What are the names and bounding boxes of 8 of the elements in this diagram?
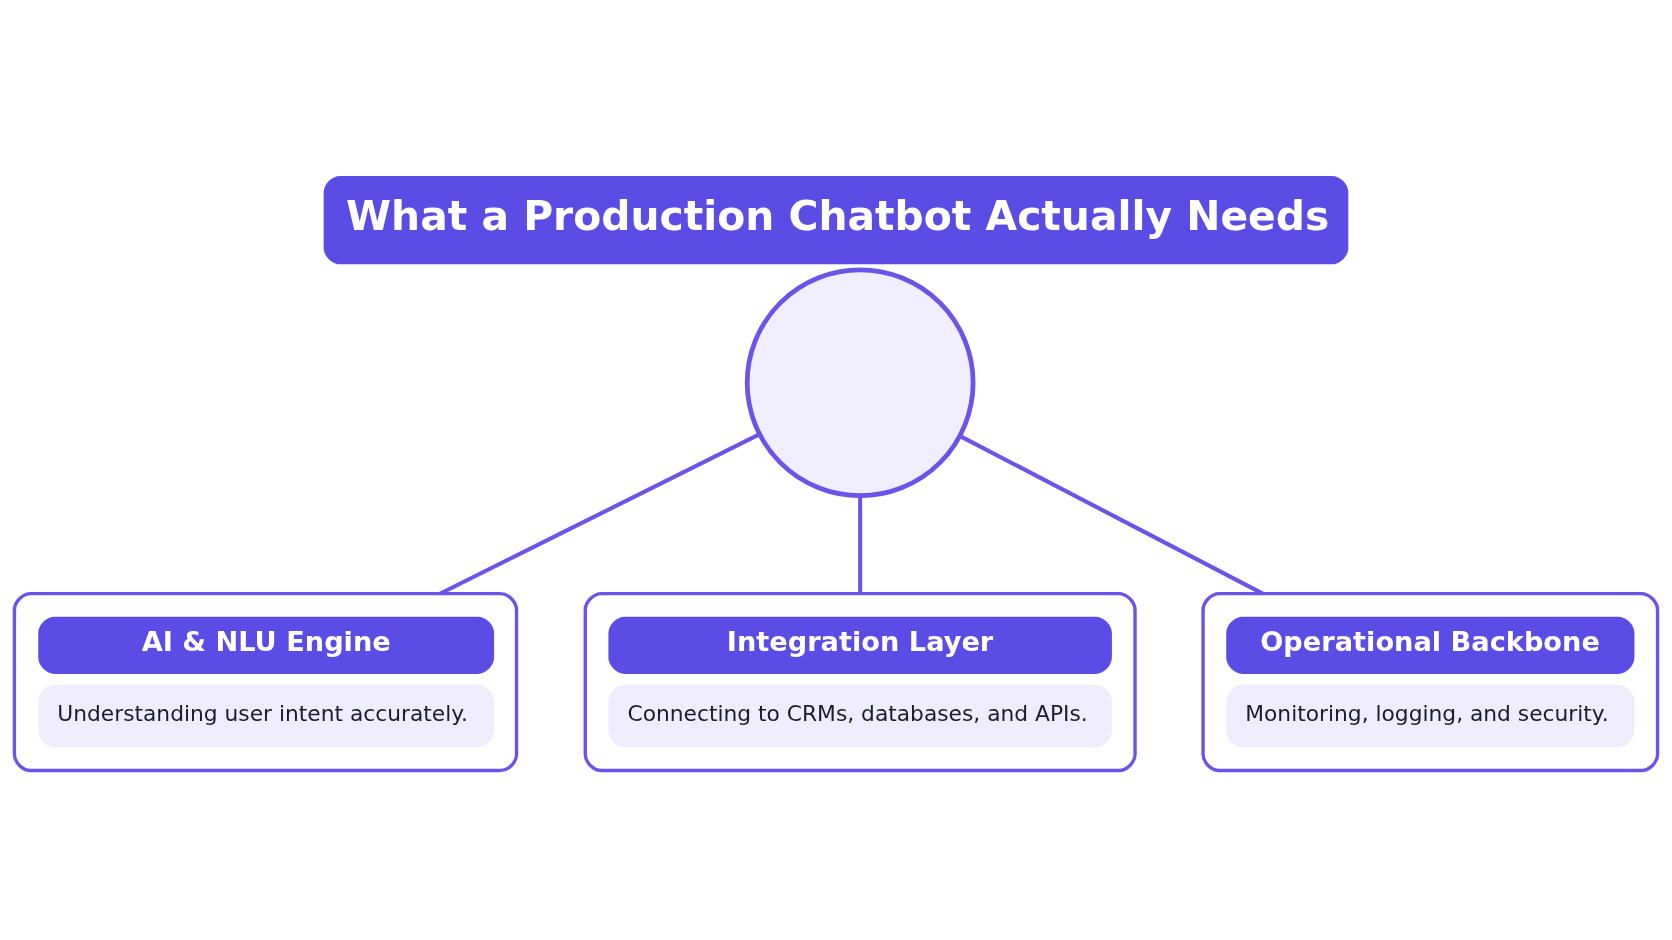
connector xyxy=(858,495,863,594)
node-box: Operational Backbone Monitoring, logging, and security. xyxy=(1201,591,1660,772)
node-box: AI & NLU Engine Understanding user intent accurately. xyxy=(12,591,519,772)
connector xyxy=(439,432,761,595)
node-box: Integration Layer Connecting to CRMs, databases, and APIs. xyxy=(583,591,1137,772)
node-circle xyxy=(744,266,976,498)
connector xyxy=(959,433,1264,595)
diagram-title: What a Production Chatbot Actually Needs xyxy=(346,191,1330,240)
